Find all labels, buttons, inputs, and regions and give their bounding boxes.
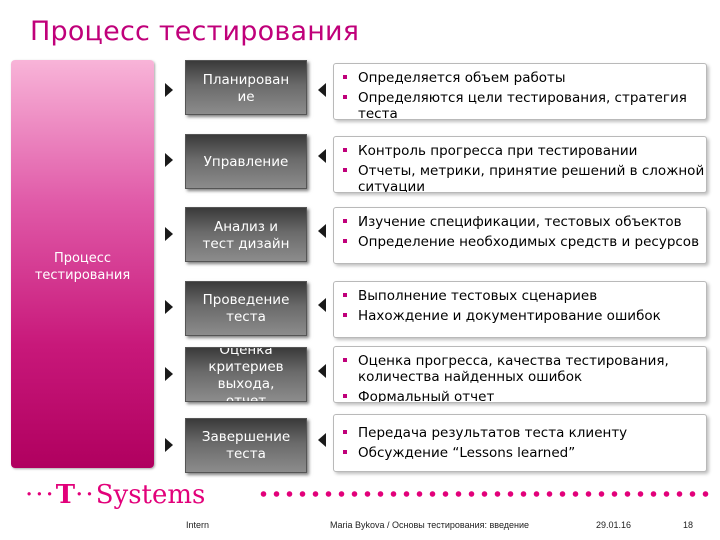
bullet-icon	[343, 75, 347, 79]
list-item: Определение необходимых средств и ресурс…	[340, 234, 706, 250]
arrow-left-icon	[318, 224, 326, 238]
list-item: Нахождение и документирование ошибок	[340, 308, 706, 324]
arrow-right-icon	[165, 367, 173, 381]
list-item: Передача результатов теста клиенту	[340, 425, 706, 441]
step-completion-details: Передача результатов теста клиенту Обсуж…	[333, 414, 707, 472]
list-item: Определяются цели тестирования, стратеги…	[340, 90, 706, 119]
process-label: Процесс тестирования	[11, 250, 154, 284]
arrow-left-icon	[318, 364, 326, 378]
arrow-left-icon	[318, 83, 326, 97]
bullet-icon	[343, 239, 347, 243]
step-management: Управление	[185, 134, 307, 189]
step-planning: Планирован ие	[185, 60, 307, 115]
step-line: Планирован	[202, 72, 290, 88]
process-box: Процесс тестирования	[11, 60, 154, 468]
step-execution: Проведение теста	[185, 281, 307, 336]
step-analysis-details: Изучение спецификации, тестовых объектов…	[333, 207, 707, 264]
arrow-left-icon	[318, 433, 326, 447]
arrow-right-icon	[165, 153, 173, 167]
bullet-icon	[343, 358, 347, 362]
logo-t: T	[55, 480, 76, 510]
bullet-icon	[343, 430, 347, 434]
step-management-details: Контроль прогресса при тестировании Отче…	[333, 136, 707, 193]
footer-date: 29.01.16	[596, 520, 632, 530]
step-line: Завершение	[201, 429, 291, 445]
bullet-icon	[343, 394, 347, 398]
step-line: выхода,	[217, 376, 275, 392]
step-completion: Завершение теста	[185, 418, 307, 473]
step-analysis: Анализ и тест дизайн	[185, 207, 307, 262]
step-line: теста	[226, 446, 266, 462]
bullet-icon	[343, 148, 347, 152]
list-item: Выполнение тестовых сценариев	[340, 288, 706, 304]
bullet-icon	[343, 95, 347, 99]
logo-dots: ··	[75, 480, 96, 510]
brand-bar: ···T··Systems	[25, 480, 709, 510]
arrow-left-icon	[318, 298, 326, 312]
arrow-right-icon	[165, 83, 173, 97]
list-item: Отчеты, метрики, принятие решений в слож…	[340, 163, 706, 192]
bullet-icon	[343, 313, 347, 317]
footer-classification: Intern	[186, 520, 210, 530]
footer-page-number: 18	[683, 520, 694, 530]
list-item: Изучение спецификации, тестовых объектов	[340, 214, 706, 230]
process-label-line: Процесс	[53, 251, 112, 266]
step-line: Оценка	[219, 347, 273, 358]
step-line: тест дизайн	[202, 236, 290, 252]
step-line: критериев	[208, 359, 284, 375]
dotted-line	[257, 490, 709, 498]
step-exit-criteria-details: Оценка прогресса, качества тестирования,…	[333, 346, 707, 403]
step-line: Управление	[203, 154, 289, 170]
step-execution-details: Выполнение тестовых сценариев Нахождение…	[333, 281, 707, 338]
process-label-line: тестирования	[34, 268, 131, 283]
step-line: отчет	[225, 393, 267, 402]
bullet-icon	[343, 450, 347, 454]
list-item: Контроль прогресса при тестировании	[340, 143, 706, 159]
step-line: теста	[226, 309, 266, 325]
bullet-icon	[343, 168, 347, 172]
arrow-right-icon	[165, 438, 173, 452]
page-title: Процесс тестирования	[30, 16, 360, 47]
arrow-right-icon	[165, 227, 173, 241]
list-item: Оценка прогресса, качества тестирования,…	[340, 353, 706, 385]
footer-author: Maria Bykova / Основы тестирования: введ…	[330, 520, 530, 530]
step-line: Анализ и	[214, 219, 278, 235]
list-item: Определяется объем работы	[340, 70, 706, 86]
step-line: Проведение	[202, 292, 290, 308]
list-item: Обсуждение “Lessons learned”	[340, 445, 706, 461]
logo-systems: Systems	[95, 480, 206, 510]
arrow-right-icon	[165, 300, 173, 314]
logo-dots: ···	[25, 480, 56, 510]
t-systems-logo: ···T··Systems	[25, 480, 205, 510]
list-item: Формальный отчет	[340, 389, 706, 402]
bullet-icon	[343, 293, 347, 297]
step-exit-criteria: Оценка критериев выхода, отчет	[185, 347, 307, 402]
step-planning-details: Определяется объем работы Определяются ц…	[333, 63, 707, 120]
step-lines: Оценка критериев выхода, отчет	[186, 347, 306, 402]
step-line: ие	[237, 89, 255, 105]
arrow-left-icon	[318, 149, 326, 163]
bullet-icon	[343, 219, 347, 223]
